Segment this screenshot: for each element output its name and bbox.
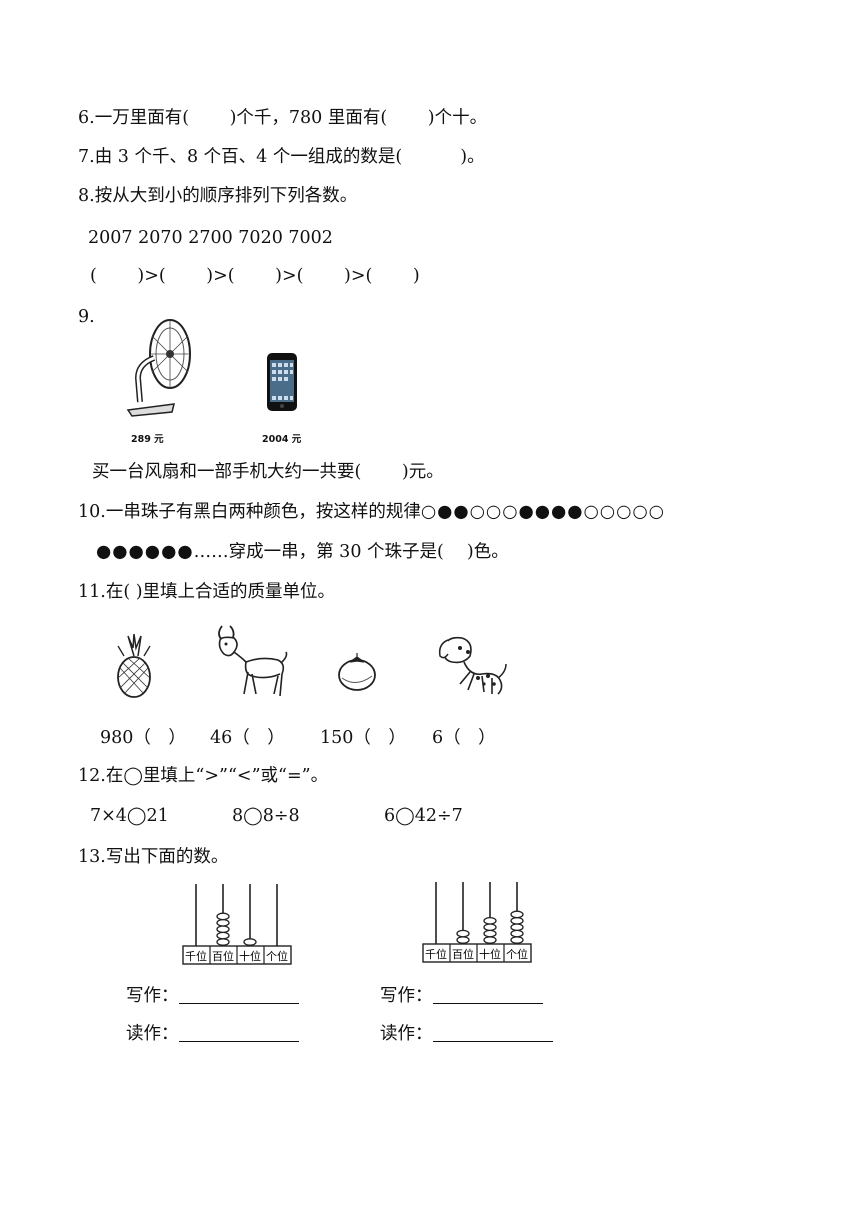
abacus-2-read-row: 读作： bbox=[380, 1022, 553, 1046]
abacus-1-bead bbox=[243, 938, 257, 946]
abacus-1-bead bbox=[216, 938, 230, 946]
goat-image bbox=[218, 625, 288, 697]
phone-price: 2004 元 bbox=[262, 434, 302, 445]
question-13-title: 13.写出下面的数。 bbox=[78, 847, 229, 867]
question-10-line1: 10.一串珠子有黑白两种颜色，按这样的规律○●●○○○●●●●○○○○○ bbox=[78, 500, 665, 524]
q12-item-1: 7×4◯21 bbox=[90, 806, 169, 826]
abacus-2-bead bbox=[483, 929, 497, 938]
abacus-2-bead bbox=[456, 936, 470, 944]
question-10-text: 10.一串珠子有黑白两种颜色，按这样的规律 bbox=[78, 502, 421, 522]
abacus-1-label-ones: 个位 bbox=[266, 949, 288, 963]
abacus-1-read-row: 读作： bbox=[126, 1022, 299, 1046]
write-label-1: 写作： bbox=[126, 986, 179, 1006]
pineapple-image bbox=[117, 634, 151, 698]
dog-image bbox=[438, 636, 507, 695]
abacus-2-bead bbox=[510, 923, 524, 932]
phone-image bbox=[267, 353, 297, 411]
abacus-2-bead bbox=[483, 916, 497, 925]
read-label-1: 读作： bbox=[126, 1024, 179, 1044]
question-7: 7.由 3 个千、8 个百、4 个一组成的数是( )。 bbox=[78, 147, 485, 167]
q12-item-2: 8◯8÷8 bbox=[232, 806, 300, 826]
q11-item-3: 150（ ） bbox=[320, 728, 406, 748]
abacus-2-write-row: 写作： bbox=[380, 984, 543, 1008]
q12-item-3: 6◯42÷7 bbox=[384, 806, 463, 826]
tomato-image bbox=[338, 653, 376, 691]
abacus-1-write-row: 写作： bbox=[126, 984, 299, 1008]
abacus-1-bead bbox=[216, 912, 230, 921]
abacus-2-label-thousands: 千位 bbox=[425, 947, 447, 961]
abacus-2-bead bbox=[510, 916, 524, 925]
question-10-line2: ●●●●●●……穿成一串，第 30 个珠子是( )色。 bbox=[96, 540, 509, 564]
abacus-2-bead bbox=[456, 929, 470, 938]
abacus-1-label-hundreds: 百位 bbox=[212, 949, 234, 963]
abacus-2-bead bbox=[483, 936, 497, 944]
question-11-title: 11.在( )里填上合适的质量单位。 bbox=[78, 582, 336, 602]
bead-sequence-1: ○●●○○○●●●●○○○○○ bbox=[420, 502, 665, 522]
abacus-2-label-ones: 个位 bbox=[506, 947, 528, 961]
q11-item-1: 980（ ） bbox=[100, 728, 186, 748]
abacus-1-label-tens: 十位 bbox=[239, 949, 261, 963]
question-8-blanks: ( )>( )>( )>( )>( ) bbox=[90, 266, 420, 286]
abacus-2-bead bbox=[510, 936, 524, 944]
read-answer-line-2[interactable] bbox=[432, 1023, 553, 1042]
write-answer-line-1[interactable] bbox=[178, 985, 299, 1004]
fan-price: 289 元 bbox=[131, 434, 164, 445]
abacus-1-rods bbox=[195, 884, 278, 946]
q11-item-2: 46（ ） bbox=[210, 728, 285, 748]
question-8-numbers: 2007 2070 2700 7020 7002 bbox=[88, 228, 333, 248]
abacus-2-bead bbox=[483, 923, 497, 932]
abacus-2-label-hundreds: 百位 bbox=[452, 947, 474, 961]
read-answer-line-1[interactable] bbox=[178, 1023, 299, 1042]
abacus-1-bead bbox=[216, 931, 230, 940]
abacus-1-bead bbox=[216, 925, 230, 934]
write-label-2: 写作： bbox=[380, 986, 433, 1006]
question-8-title: 8.按从大到小的顺序排列下列各数。 bbox=[78, 186, 358, 206]
q11-item-4: 6（ ） bbox=[432, 728, 496, 748]
write-answer-line-2[interactable] bbox=[432, 985, 543, 1004]
question-9-text: 买一台风扇和一部手机大约一共要( )元。 bbox=[92, 462, 444, 482]
abacus-2-rods bbox=[435, 882, 518, 944]
abacus-1-label-thousands: 千位 bbox=[185, 949, 207, 963]
abacus-2: 千位 百位 十位 个位 bbox=[422, 882, 532, 963]
abacus-2-label-tens: 十位 bbox=[479, 947, 501, 961]
question-9-number: 9. bbox=[78, 307, 95, 327]
abacus-2-bead bbox=[510, 929, 524, 938]
question-10-text-2: ……穿成一串，第 30 个珠子是( )色。 bbox=[193, 542, 509, 562]
bead-sequence-2: ●●●●●● bbox=[96, 542, 194, 562]
question-6: 6.一万里面有( )个千，780 里面有( )个十。 bbox=[78, 108, 488, 128]
fan-image bbox=[126, 319, 191, 417]
abacus-1: 千位 百位 十位 个位 bbox=[182, 884, 292, 965]
abacus-1-bead bbox=[216, 918, 230, 927]
question-12-title: 12.在◯里填上“>”“<”或“=”。 bbox=[78, 766, 329, 786]
abacus-2-bead bbox=[510, 910, 524, 919]
read-label-2: 读作： bbox=[380, 1024, 433, 1044]
